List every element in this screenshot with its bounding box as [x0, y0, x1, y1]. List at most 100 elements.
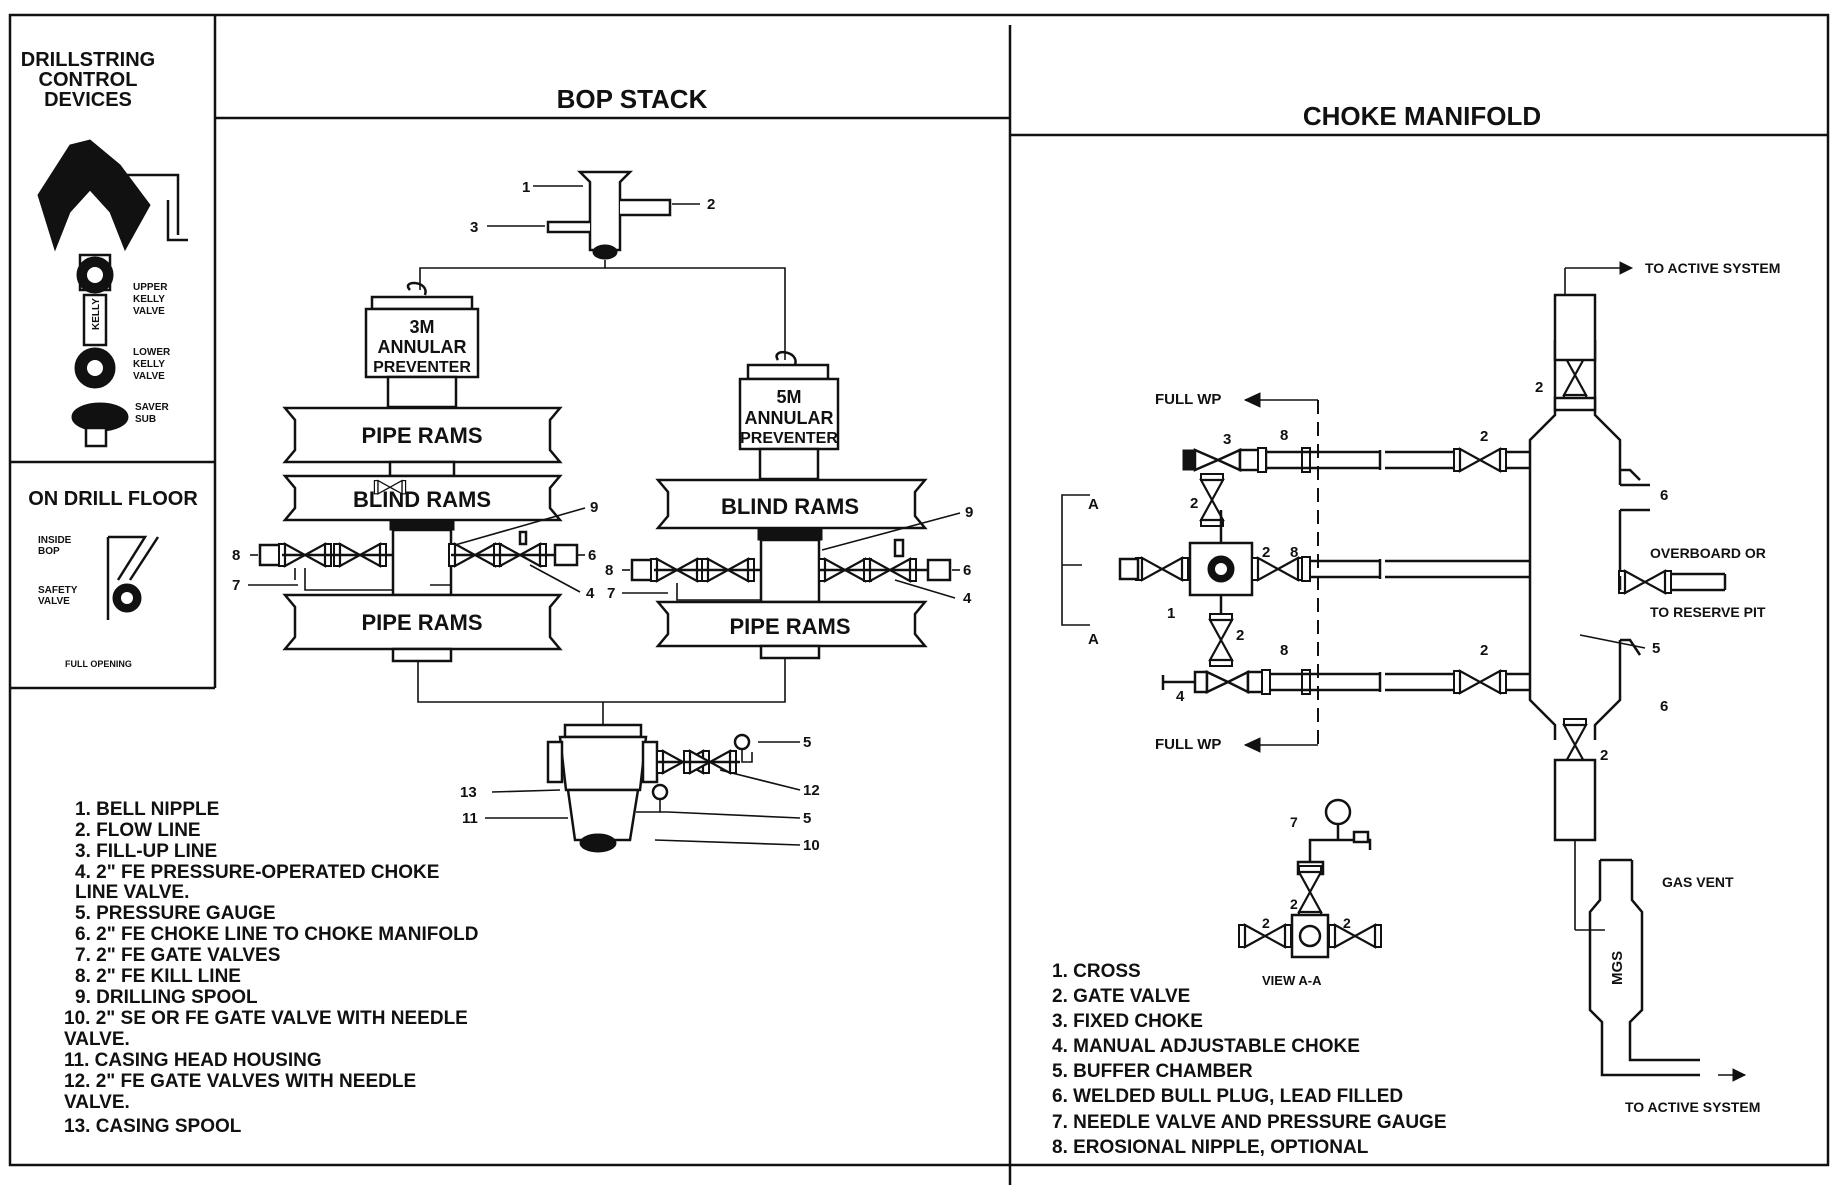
- svg-text:11. CASING HEAD HOUSING: 11. CASING HEAD HOUSING: [64, 1050, 322, 1071]
- svg-text:4. MANUAL ADJUSTABLE CHOKE: 4. MANUAL ADJUSTABLE CHOKE: [1052, 1036, 1360, 1057]
- svg-text:ANNULAR: ANNULAR: [378, 337, 467, 357]
- inside-bop-icon: [106, 535, 160, 620]
- svg-text:3. FILL-UP LINE: 3. FILL-UP LINE: [75, 841, 217, 862]
- svg-text:2: 2: [1262, 544, 1270, 561]
- svg-text:7. NEEDLE VALVE AND PRESSURE: 7. NEEDLE VALVE AND PRESSURE GAUGE: [1052, 1112, 1447, 1133]
- svg-text:BLIND RAMS: BLIND RAMS: [721, 494, 859, 519]
- svg-text:DEVICES: DEVICES: [44, 89, 132, 111]
- svg-text:5: 5: [803, 810, 811, 827]
- bop-stack: BOP STACK 1 2 3 3M ANNULAR PREVENTER: [64, 84, 973, 1137]
- svg-text:1. BELL NIPPLE: 1. BELL NIPPLE: [75, 799, 219, 820]
- svg-text:6: 6: [1660, 487, 1668, 504]
- choke-lower-branch: [1161, 669, 1530, 695]
- choke-legend: 1. CROSS 2. GATE VALVE 3. FIXED CHOKE 4.…: [1052, 961, 1447, 1158]
- choke-line-right: [817, 538, 952, 583]
- choke-cross: [1118, 510, 1530, 666]
- bop-legend: 1. BELL NIPPLE 2. FLOW LINE 3. FILL-UP L…: [64, 799, 478, 1137]
- choke-title: CHOKE MANIFOLD: [1303, 101, 1541, 131]
- svg-text:PIPE RAMS: PIPE RAMS: [361, 423, 482, 448]
- svg-text:2: 2: [1190, 495, 1198, 512]
- svg-text:LINE VALVE.: LINE VALVE.: [75, 882, 189, 903]
- buffer-chamber: [1528, 267, 1650, 931]
- svg-text:A: A: [1088, 496, 1099, 513]
- svg-text:7: 7: [1290, 814, 1298, 830]
- svg-text:8: 8: [1290, 544, 1298, 561]
- svg-text:6. WELDED BULL PLUG, LEAD FIL: 6. WELDED BULL PLUG, LEAD FILLED: [1052, 1086, 1403, 1107]
- svg-text:VALVE: VALVE: [133, 306, 165, 317]
- svg-text:FULL WP: FULL WP: [1155, 391, 1221, 408]
- svg-text:3: 3: [1223, 431, 1231, 448]
- svg-text:SAVER: SAVER: [135, 402, 169, 413]
- svg-text:7: 7: [232, 577, 240, 594]
- view-aa: [1237, 798, 1383, 959]
- svg-text:FULL WP: FULL WP: [1155, 736, 1221, 753]
- svg-text:7: 7: [607, 585, 615, 602]
- svg-text:9. DRILLING SPOOL: 9. DRILLING SPOOL: [75, 987, 258, 1008]
- svg-text:VIEW A-A: VIEW A-A: [1262, 973, 1322, 988]
- svg-text:8: 8: [1280, 642, 1288, 659]
- svg-text:VALVE.: VALVE.: [64, 1092, 130, 1113]
- svg-text:3. FIXED CHOKE: 3. FIXED CHOKE: [1052, 1011, 1203, 1032]
- svg-text:ON DRILL FLOOR: ON DRILL FLOOR: [28, 488, 198, 510]
- svg-text:ANNULAR: ANNULAR: [745, 408, 834, 428]
- svg-text:2. GATE VALVE: 2. GATE VALVE: [1052, 986, 1190, 1007]
- svg-text:6: 6: [1660, 698, 1668, 715]
- svg-text:5. PRESSURE GAUGE: 5. PRESSURE GAUGE: [75, 903, 276, 924]
- svg-text:8: 8: [232, 547, 240, 564]
- svg-text:SAFETY: SAFETY: [38, 585, 78, 596]
- svg-text:3M: 3M: [409, 317, 434, 337]
- svg-text:PREVENTER: PREVENTER: [740, 430, 838, 447]
- svg-text:INSIDE: INSIDE: [38, 535, 72, 546]
- svg-text:KELLY: KELLY: [133, 359, 165, 370]
- svg-text:2: 2: [1600, 747, 1608, 764]
- svg-text:TO ACTIVE SYSTEM: TO ACTIVE SYSTEM: [1625, 1099, 1760, 1115]
- svg-text:6: 6: [963, 562, 971, 579]
- svg-text:9: 9: [965, 504, 973, 521]
- svg-text:8. EROSIONAL NIPPLE, OPTIONAL: 8. EROSIONAL NIPPLE, OPTIONAL: [1052, 1137, 1369, 1158]
- bell-nipple: [546, 170, 672, 260]
- svg-text:BOP: BOP: [38, 546, 60, 557]
- svg-text:13. CASING SPOOL: 13. CASING SPOOL: [64, 1116, 242, 1137]
- svg-text:10: 10: [803, 837, 820, 854]
- svg-text:4: 4: [963, 590, 972, 607]
- choke-manifold: CHOKE MANIFOLD FULL WP FULL WP A A: [1052, 101, 1780, 1158]
- svg-text:SUB: SUB: [135, 414, 156, 425]
- svg-text:2: 2: [1236, 627, 1244, 644]
- svg-text:2: 2: [1480, 642, 1488, 659]
- casing-head-assembly: [373, 479, 753, 853]
- drilling-spool-right: [759, 538, 821, 604]
- svg-text:6: 6: [588, 547, 596, 564]
- svg-text:BLIND RAMS: BLIND RAMS: [353, 487, 491, 512]
- svg-text:LOWER: LOWER: [133, 347, 171, 358]
- svg-text:8. 2" FE KILL LINE: 8. 2" FE KILL LINE: [75, 966, 241, 987]
- blind-rams-right: BLIND RAMS: [655, 478, 928, 530]
- blind-rams-left: BLIND RAMS: [282, 474, 563, 522]
- swivel-icon: [37, 139, 151, 252]
- svg-text:5: 5: [803, 734, 811, 751]
- svg-text:3: 3: [470, 219, 478, 236]
- svg-text:5. BUFFER CHAMBER: 5. BUFFER CHAMBER: [1052, 1061, 1253, 1082]
- svg-text:12. 2" FE GATE VALVES WITH NE: 12. 2" FE GATE VALVES WITH NEEDLE: [64, 1071, 416, 1092]
- pipe-rams-left-lower: PIPE RAMS: [282, 593, 563, 651]
- svg-text:PREVENTER: PREVENTER: [373, 359, 471, 376]
- svg-text:2: 2: [1262, 915, 1270, 931]
- choke-line-left: [430, 530, 579, 586]
- svg-text:5M: 5M: [776, 387, 801, 407]
- svg-text:OVERBOARD OR: OVERBOARD OR: [1650, 545, 1766, 561]
- svg-text:5: 5: [1652, 640, 1660, 657]
- svg-text:2. FLOW LINE: 2. FLOW LINE: [75, 820, 201, 841]
- svg-text:2: 2: [1480, 428, 1488, 445]
- kill-line-left: [258, 542, 393, 591]
- outer-frame: [8, 13, 1830, 1167]
- drilling-spool-left: [391, 528, 453, 597]
- choke-upper-branch: [1182, 447, 1530, 526]
- annular-preventer-5m: 5M ANNULAR PREVENTER: [738, 351, 840, 481]
- svg-text:11: 11: [462, 810, 478, 827]
- svg-text:10. 2" SE OR FE GATE VALVE WI: 10. 2" SE OR FE GATE VALVE WITH NEEDLE: [64, 1008, 468, 1029]
- svg-text:2: 2: [1535, 379, 1543, 396]
- drillstring-control-devices: DRILLSTRING CONTROL DEVICES KELLY UPPER …: [21, 49, 188, 448]
- svg-text:A: A: [1088, 631, 1099, 648]
- svg-text:4: 4: [1176, 688, 1185, 705]
- svg-text:4. 2" FE PRESSURE-OPERATED CH: 4. 2" FE PRESSURE-OPERATED CHOKE: [75, 862, 439, 883]
